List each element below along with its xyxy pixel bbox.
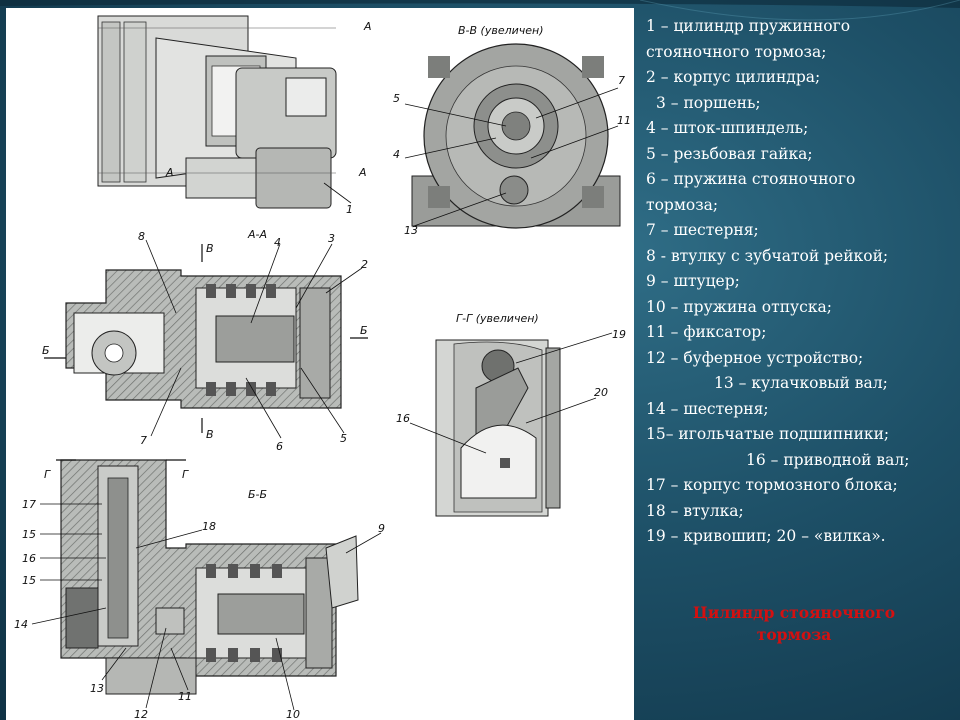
section-bb bbox=[31, 459, 382, 711]
section-gg bbox=[409, 332, 613, 517]
legend-line-20: 18 – втулка; bbox=[646, 501, 744, 520]
section-aa bbox=[44, 239, 368, 439]
legend-line-6: 5 – резьбовая гайка; bbox=[646, 144, 813, 163]
callout-13-top: 13 bbox=[404, 224, 418, 237]
section-label-a: А bbox=[363, 20, 372, 33]
arrow-label-a-left: А bbox=[165, 166, 174, 179]
arrow-label-g-left: Г bbox=[44, 468, 51, 481]
legend-line-12: 10 – пружина отпуска; bbox=[646, 297, 832, 316]
callout-20: 20 bbox=[594, 386, 608, 399]
legend-line-4: 3 – поршень; bbox=[656, 93, 761, 112]
legend-line-13: 11 – фиксатор; bbox=[646, 323, 767, 341]
callout-8: 8 bbox=[138, 230, 145, 243]
callout-7: 7 bbox=[140, 434, 147, 447]
callout-3: 3 bbox=[328, 232, 335, 245]
arrow-label-a-right: А bbox=[358, 166, 367, 179]
callout-14: 14 bbox=[14, 618, 28, 631]
legend-line-14: 12 – буферное устройство; bbox=[646, 348, 864, 367]
callout-16: 16 bbox=[22, 552, 36, 565]
arrow-label-v-top: В bbox=[206, 242, 214, 255]
arrow-label-g-right: Г bbox=[182, 468, 189, 481]
legend-line-19: 17 – корпус тормозного блока; bbox=[646, 476, 898, 494]
legend-line-16: 14 – шестерня; bbox=[646, 399, 769, 418]
callout-11-top: 11 bbox=[617, 114, 631, 127]
callout-5-top: 5 bbox=[393, 92, 400, 105]
callout-7-top: 7 bbox=[618, 74, 625, 87]
section-label-aa: А-А bbox=[247, 228, 267, 241]
technical-drawing: А А А 1 В-В (увеличен) 5 4 7 11 13 bbox=[14, 15, 631, 720]
callout-13: 13 bbox=[90, 682, 104, 695]
legend-line-9: 7 – шестерня; bbox=[646, 221, 759, 239]
callout-1: 1 bbox=[346, 203, 353, 216]
view-a-exterior bbox=[97, 15, 352, 209]
legend-line-7: 6 – пружина стояночного bbox=[646, 170, 856, 188]
legend-line-8: тормоза; bbox=[646, 195, 719, 214]
callout-12: 12 bbox=[134, 708, 148, 720]
callout-10: 10 bbox=[286, 708, 300, 720]
view-vv-section bbox=[404, 43, 621, 229]
callout-4: 4 bbox=[274, 236, 281, 249]
legend-line-11: 9 – штуцер; bbox=[646, 272, 740, 290]
section-label-bb: Б-Б bbox=[248, 488, 267, 501]
callout-17: 17 bbox=[22, 498, 36, 511]
callout-15-a: 15 bbox=[22, 528, 36, 541]
legend-line-15: 13 – кулачковый вал; bbox=[714, 374, 888, 392]
legend-line-18: 16 – приводной вал; bbox=[746, 450, 910, 469]
legend-line-1: 1 – цилиндр пружинного bbox=[646, 17, 851, 35]
callout-9: 9 bbox=[378, 522, 385, 535]
callout-5: 5 bbox=[340, 432, 347, 445]
technical-drawing-panel: А А А 1 В-В (увеличен) 5 4 7 11 13 bbox=[6, 8, 634, 720]
section-label-vv: В-В (увеличен) bbox=[458, 24, 544, 37]
arrow-label-b-left: Б bbox=[42, 344, 50, 357]
slide-caption: Цилиндр стояночного тормоза bbox=[692, 603, 896, 644]
callout-19: 19 bbox=[612, 328, 626, 341]
callout-18: 18 bbox=[202, 520, 216, 533]
legend-line-21: 19 – кривошип; 20 – «вилка». bbox=[646, 527, 886, 545]
legend-line-3: 2 – корпус цилиндра; bbox=[646, 68, 821, 86]
legend-line-17: 15– игольчатые подшипники; bbox=[646, 425, 890, 443]
callout-2: 2 bbox=[361, 258, 368, 271]
parts-legend: 1 – цилиндр пружинного стояночного тормо… bbox=[646, 14, 952, 550]
legend-line-5: 4 – шток-шпиндель; bbox=[646, 119, 809, 137]
callout-6: 6 bbox=[276, 440, 283, 453]
legend-line-2: стояночного тормоза; bbox=[646, 42, 827, 61]
arrow-label-b-right: Б bbox=[360, 324, 368, 337]
callout-4-top: 4 bbox=[393, 148, 400, 161]
section-label-gg: Г-Г (увеличен) bbox=[456, 312, 539, 325]
arrow-label-v-bottom: В bbox=[206, 428, 214, 441]
callout-15-b: 15 bbox=[22, 574, 36, 587]
callout-11: 11 bbox=[178, 690, 192, 703]
callout-16-mid: 16 bbox=[396, 412, 410, 425]
legend-line-10: 8 - втулку с зубчатой рейкой; bbox=[646, 246, 889, 265]
